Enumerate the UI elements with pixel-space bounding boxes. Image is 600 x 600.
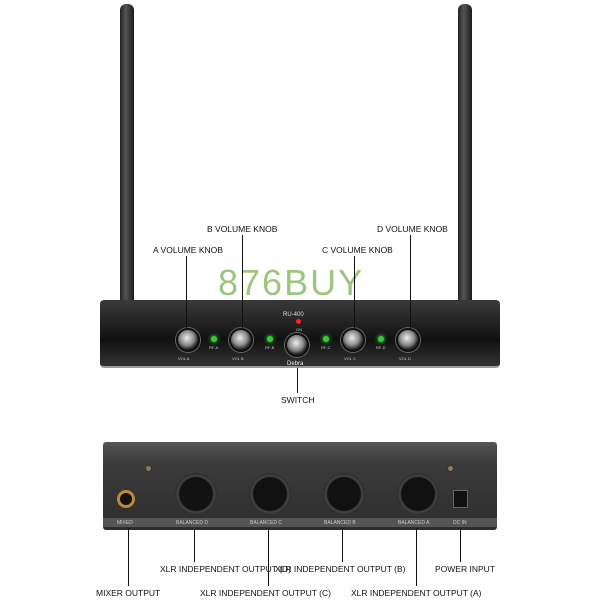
led-rf-b <box>267 336 273 342</box>
led-rf-d <box>378 336 384 342</box>
led-rf-d-label: RF-D <box>376 345 386 350</box>
label-c-knob: C VOLUME KNOB <box>322 245 393 255</box>
knob-d[interactable] <box>396 328 420 352</box>
port-label-balanced-a: BALANCED A <box>398 520 430 526</box>
brand-logo: Debra <box>287 361 304 367</box>
knob-a[interactable] <box>176 328 200 352</box>
label-mixer: MIXER OUTPUT <box>96 588 161 598</box>
power-led-label: ON <box>296 327 302 332</box>
knob-c[interactable] <box>341 328 365 352</box>
power-led <box>296 319 301 324</box>
label-xlr-a: XLR INDEPENDENT OUTPUT (A) <box>351 588 482 598</box>
led-rf-b-label: RF-B <box>265 345 275 350</box>
led-rf-a <box>211 336 217 342</box>
xlr-d[interactable] <box>175 473 217 515</box>
dc-in-jack[interactable] <box>453 490 468 508</box>
port-label-mixed: MIXED <box>117 520 133 526</box>
port-label-balanced-b: BALANCED B <box>324 520 356 526</box>
xlr-a[interactable] <box>397 473 439 515</box>
watermark: 876BUY <box>218 262 365 303</box>
xlr-c[interactable] <box>249 473 291 515</box>
label-d-knob: D VOLUME KNOB <box>377 224 448 234</box>
led-rf-a-label: RF-A <box>209 345 219 350</box>
antenna-right <box>458 4 472 324</box>
knob-c-label: VOL C <box>344 356 356 361</box>
knob-d-label: VOL D <box>399 356 411 361</box>
label-b-knob: B VOLUME KNOB <box>207 224 278 234</box>
xlr-b[interactable] <box>323 473 365 515</box>
port-label-balanced-d: BALANCED D <box>176 520 208 526</box>
label-xlr-b: XLR INDEPENDENT OUTPUT (B) <box>275 564 406 574</box>
led-rf-c-label: RF-C <box>321 345 331 350</box>
label-xlr-c: XLR INDEPENDENT OUTPUT (C) <box>200 588 331 598</box>
model-label: RU-400 <box>283 312 304 318</box>
knob-b[interactable] <box>229 328 253 352</box>
knob-a-label: VOL A <box>178 356 190 361</box>
label-switch: SWITCH <box>281 395 315 405</box>
port-label-balanced-c: BALANCED C <box>250 520 282 526</box>
label-xlr-d: XLR INDEPENDENT OUTPUT (D) <box>160 564 291 574</box>
label-a-knob: A VOLUME KNOB <box>153 245 223 255</box>
power-switch-knob[interactable] <box>285 333 309 357</box>
led-rf-c <box>323 336 329 342</box>
label-power: POWER INPUT <box>435 564 495 574</box>
antenna-left <box>120 4 134 324</box>
knob-b-label: VOL B <box>232 356 244 361</box>
mixed-jack[interactable] <box>117 490 135 508</box>
port-label-dc-in: DC IN <box>453 520 467 526</box>
receiver-back-panel <box>103 442 497 530</box>
